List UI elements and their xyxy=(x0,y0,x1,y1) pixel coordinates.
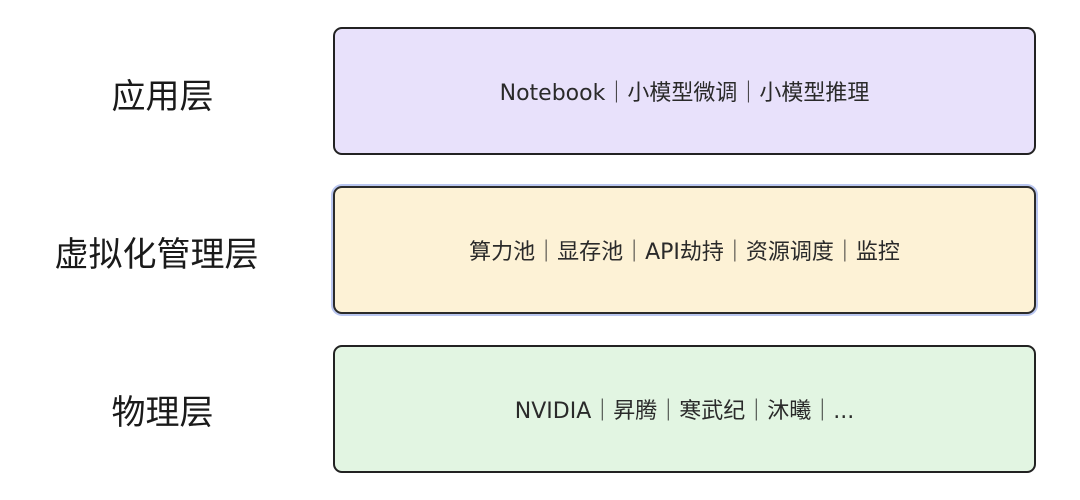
application-layer-box: Notebook｜小模型微调｜小模型推理 xyxy=(333,27,1036,155)
physical-layer-content: NVIDIA｜昇腾｜寒武纪｜沐曦｜... xyxy=(514,399,855,424)
physical-layer-label: 物理层 xyxy=(111,393,214,433)
application-layer-label: 应用层 xyxy=(111,77,214,117)
virtualization-layer-box: 算力池｜显存池｜API劫持｜资源调度｜监控 xyxy=(333,186,1036,314)
physical-layer-box: NVIDIA｜昇腾｜寒武纪｜沐曦｜... xyxy=(333,345,1036,473)
virtualization-layer-label: 虚拟化管理层 xyxy=(54,235,259,275)
application-layer-content: Notebook｜小模型微调｜小模型推理 xyxy=(499,81,870,106)
virtualization-layer-content: 算力池｜显存池｜API劫持｜资源调度｜监控 xyxy=(469,240,900,265)
